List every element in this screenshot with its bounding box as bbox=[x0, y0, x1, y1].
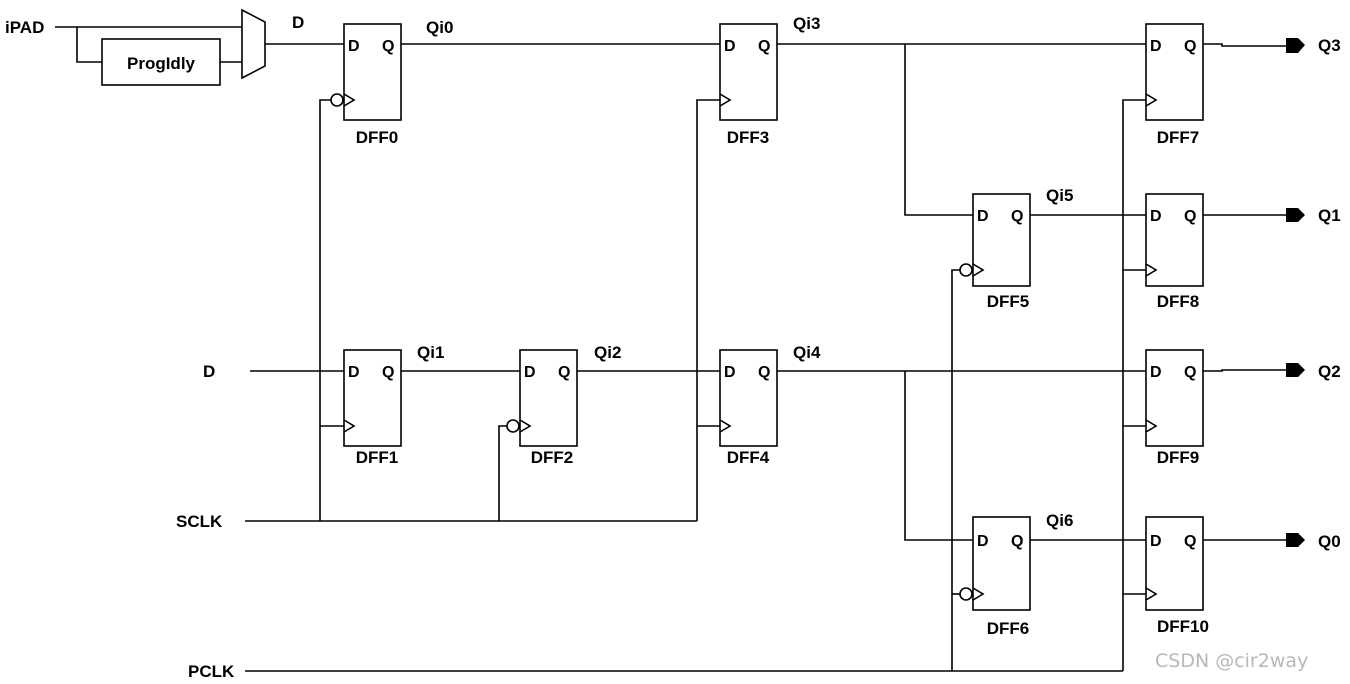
progidly-block bbox=[101, 38, 221, 86]
dff4: D Q DFF4 bbox=[719, 349, 778, 467]
q2-output-label: Q2 bbox=[1318, 362, 1341, 381]
dff2-q-pin: Q bbox=[558, 364, 570, 381]
dff0: D Q DFF0 bbox=[330, 23, 402, 147]
dff6-d-pin: D bbox=[977, 533, 989, 550]
progidly-label: ProgIdly bbox=[127, 54, 196, 73]
watermark: CSDN @cir2way bbox=[1155, 650, 1308, 672]
mux-output-label: D bbox=[292, 13, 304, 32]
dff9: D Q DFF9 bbox=[1145, 349, 1204, 467]
dff2-name: DFF2 bbox=[531, 448, 574, 467]
net-qi1-label: Qi1 bbox=[417, 343, 444, 362]
dff3-name: DFF3 bbox=[727, 128, 770, 147]
dff10-name: DFF10 bbox=[1157, 617, 1209, 636]
q1-output-label: Q1 bbox=[1318, 206, 1341, 225]
dff5: D Q DFF5 bbox=[959, 193, 1031, 311]
dff3: D Q DFF3 bbox=[719, 23, 778, 147]
q0-output-port-icon bbox=[1286, 533, 1305, 547]
net-qi3-label: Qi3 bbox=[793, 14, 820, 33]
dff10: D Q DFF10 bbox=[1145, 516, 1209, 636]
dff1-q-pin: Q bbox=[382, 364, 394, 381]
dff0-q-pin: Q bbox=[382, 38, 394, 55]
sclk-input-label: SCLK bbox=[176, 512, 223, 531]
dff1-d-pin: D bbox=[348, 364, 360, 381]
dff5-d-pin: D bbox=[977, 208, 989, 225]
dff9-d-pin: D bbox=[1150, 364, 1162, 381]
net-qi4-label: Qi4 bbox=[793, 343, 821, 362]
dff3-d-pin: D bbox=[724, 38, 736, 55]
q3-output-label: Q3 bbox=[1318, 36, 1341, 55]
dff3-q-pin: Q bbox=[758, 38, 770, 55]
pclk-input-label: PCLK bbox=[188, 662, 235, 681]
q0-output-label: Q0 bbox=[1318, 532, 1341, 551]
dff8: D Q DFF8 bbox=[1145, 193, 1204, 311]
dff8-name: DFF8 bbox=[1157, 292, 1200, 311]
dff2-d-pin: D bbox=[524, 364, 536, 381]
q1-output-port-icon bbox=[1286, 208, 1305, 222]
dff9-name: DFF9 bbox=[1157, 448, 1200, 467]
q3-output-port-icon bbox=[1286, 38, 1305, 53]
dff4-name: DFF4 bbox=[727, 448, 770, 467]
ipad-input-label: iPAD bbox=[5, 18, 44, 37]
dff10-d-pin: D bbox=[1150, 533, 1162, 550]
dff2: D Q DFF2 bbox=[506, 349, 578, 467]
net-qi5-label: Qi5 bbox=[1046, 186, 1073, 205]
wires bbox=[55, 26, 1286, 672]
dff0-inverted-clock-bubble bbox=[330, 93, 344, 107]
dff6: D Q DFF6 bbox=[959, 516, 1031, 638]
dff5-name: DFF5 bbox=[987, 292, 1030, 311]
dff9-q-pin: Q bbox=[1184, 364, 1196, 381]
dff6-name: DFF6 bbox=[987, 619, 1030, 638]
dff8-q-pin: Q bbox=[1184, 208, 1196, 225]
d-input-label: D bbox=[203, 362, 215, 381]
dff7: D Q DFF7 bbox=[1145, 23, 1204, 147]
dff6-q-pin: Q bbox=[1011, 533, 1023, 550]
net-qi6-label: Qi6 bbox=[1046, 511, 1073, 530]
dff4-d-pin: D bbox=[724, 364, 736, 381]
dff8-d-pin: D bbox=[1150, 208, 1162, 225]
dff4-q-pin: Q bbox=[758, 364, 770, 381]
dff6-inverted-clock-bubble bbox=[959, 587, 973, 601]
q2-output-port-icon bbox=[1286, 363, 1305, 377]
dff1-name: DFF1 bbox=[356, 448, 399, 467]
dff0-name: DFF0 bbox=[356, 128, 399, 147]
dff10-q-pin: Q bbox=[1184, 533, 1196, 550]
dff7-q-pin: Q bbox=[1184, 38, 1196, 55]
net-qi0-label: Qi0 bbox=[426, 18, 453, 37]
input-mux bbox=[241, 8, 266, 80]
dff0-d-pin: D bbox=[348, 38, 360, 55]
dff5-inverted-clock-bubble bbox=[959, 263, 973, 277]
dff1: D Q DFF1 bbox=[343, 349, 402, 467]
dff2-inverted-clock-bubble bbox=[506, 419, 520, 433]
dff7-name: DFF7 bbox=[1157, 128, 1200, 147]
dff5-q-pin: Q bbox=[1011, 208, 1023, 225]
dff7-d-pin: D bbox=[1150, 38, 1162, 55]
net-qi2-label: Qi2 bbox=[594, 343, 621, 362]
